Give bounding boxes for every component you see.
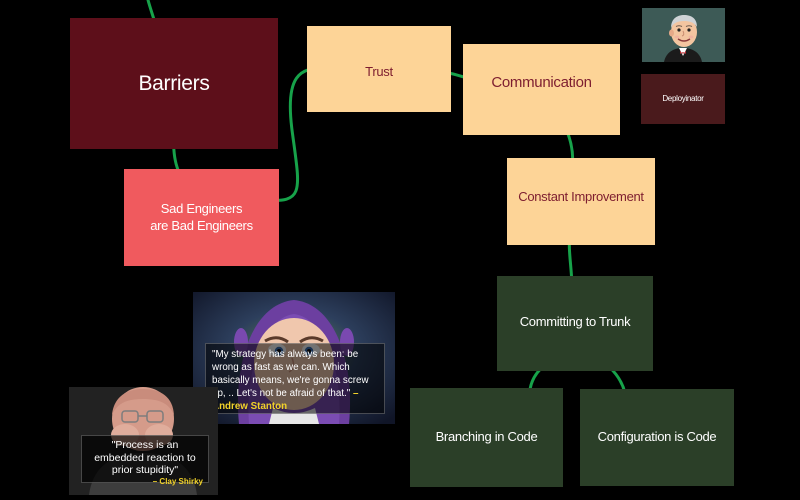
node-trust-label: Trust bbox=[365, 64, 393, 79]
shirky-attribution: – Clay Shirky bbox=[152, 476, 203, 486]
node-trust[interactable]: Trust bbox=[307, 26, 451, 112]
stanton-quote-text: "My strategy has always been: be wrong a… bbox=[212, 349, 369, 399]
stanton-quote-box: "My strategy has always been: be wrong a… bbox=[205, 343, 385, 414]
node-communication-label: Communication bbox=[491, 73, 592, 91]
node-barriers-label: Barriers bbox=[138, 71, 210, 95]
jenkins-tile[interactable] bbox=[642, 8, 725, 62]
node-committing-to-trunk[interactable]: Committing to Trunk bbox=[497, 276, 653, 371]
node-configuration-is-code[interactable]: Configuration is Code bbox=[580, 389, 734, 486]
node-branching-in-code-label: Branching in Code bbox=[435, 429, 538, 445]
node-configuration-is-code-label: Configuration is Code bbox=[597, 429, 717, 445]
node-constant-improvement-label: Constant Improvement bbox=[518, 189, 644, 205]
node-barriers[interactable]: Barriers bbox=[70, 18, 278, 149]
node-communication[interactable]: Communication bbox=[463, 44, 620, 135]
node-committing-to-trunk-label: Committing to Trunk bbox=[519, 314, 631, 330]
node-sad-engineers[interactable]: Sad Engineers are Bad Engineers bbox=[124, 169, 279, 266]
stanton-quote-card[interactable]: "My strategy has always been: be wrong a… bbox=[193, 292, 395, 424]
node-deployinator[interactable]: Deployinator bbox=[641, 74, 725, 124]
node-constant-improvement[interactable]: Constant Improvement bbox=[507, 158, 655, 245]
node-branching-in-code[interactable]: Branching in Code bbox=[410, 388, 563, 487]
jenkins-butler-icon bbox=[664, 15, 702, 62]
shirky-quote-text: "Process is an embedded reaction to prio… bbox=[94, 439, 196, 476]
shirky-quote-card[interactable]: "Process is an embedded reaction to prio… bbox=[69, 387, 218, 495]
node-deployinator-label: Deployinator bbox=[662, 93, 704, 103]
shirky-quote-box: "Process is an embedded reaction to prio… bbox=[81, 435, 209, 486]
stanton-attribution: – Andrew Stanton bbox=[212, 388, 359, 412]
node-sad-engineers-label: Sad Engineers are Bad Engineers bbox=[150, 200, 253, 233]
